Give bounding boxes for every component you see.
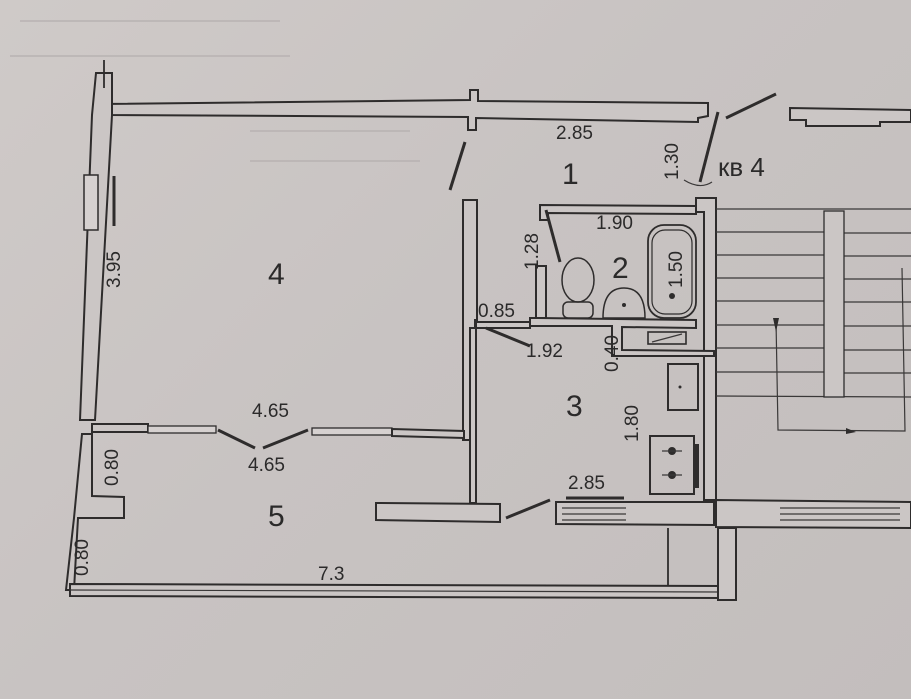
room5-right-pier xyxy=(375,501,501,524)
window-room4 xyxy=(83,174,99,231)
room-label-3: 3 xyxy=(566,390,583,423)
faded-header-text xyxy=(10,55,290,57)
room5-left-pier xyxy=(64,433,125,591)
door-stairwell[interactable] xyxy=(725,92,777,120)
dim-bath-width: 1.90 xyxy=(596,213,633,234)
dim-room5-width: 4.65 xyxy=(248,455,285,476)
partition-window-left xyxy=(147,425,217,434)
faded-header-text xyxy=(250,160,420,162)
stove-fixture xyxy=(649,435,699,495)
faded-header-text xyxy=(20,20,280,22)
dim-kitchen-niche: 0.40 xyxy=(601,335,623,372)
door-bathroom[interactable] xyxy=(544,209,562,263)
kitchen-sink-fixture xyxy=(667,363,699,411)
door-entrance[interactable] xyxy=(698,111,720,183)
corridor-wall xyxy=(475,321,531,329)
apartment-label: кв 4 xyxy=(718,152,765,182)
dim-corridor-b: 1.92 xyxy=(526,341,563,362)
dim-hall-width: 2.85 xyxy=(556,123,593,144)
toilet-fixture xyxy=(561,257,595,319)
bathtub-fixture xyxy=(647,224,697,319)
stairwell-top-wall xyxy=(789,106,911,127)
door-swing-arc xyxy=(683,179,713,187)
room-label-1: 1 xyxy=(562,158,579,191)
door-room4[interactable] xyxy=(448,141,467,191)
dim-room5-side-bottom: 0.80 xyxy=(71,539,93,576)
balcony-rail xyxy=(69,589,723,593)
faded-header-text xyxy=(250,130,410,132)
staircase[interactable] xyxy=(715,208,911,434)
room4-5-partition-right xyxy=(391,427,465,440)
dim-room5-side-top: 0.80 xyxy=(101,449,123,486)
dim-balcony-length: 7.3 xyxy=(318,564,345,585)
dim-bathtub: 1.50 xyxy=(665,251,687,288)
vent-duct-diagonal xyxy=(651,333,683,343)
top-wall xyxy=(99,89,709,131)
room-label-2: 2 xyxy=(612,252,629,285)
dim-corridor-a: 0.85 xyxy=(478,301,515,322)
dim-room4-width: 4.65 xyxy=(252,401,289,422)
sink-fixture xyxy=(602,287,646,319)
dim-bath-height: 1.28 xyxy=(521,233,543,270)
dim-room4-height: 3.95 xyxy=(103,251,125,288)
door-leaf-left[interactable] xyxy=(217,428,256,450)
left-wall xyxy=(78,72,113,421)
room-label-4: 4 xyxy=(268,258,285,291)
kitchen-window xyxy=(562,507,626,521)
door-kitchen-inner[interactable] xyxy=(485,326,531,348)
partition-window-right xyxy=(311,427,393,436)
bath-left-wall xyxy=(535,265,547,319)
dim-kitchen-width: 2.85 xyxy=(568,473,605,494)
stairwell-window xyxy=(780,507,900,521)
door-leaf-right[interactable] xyxy=(262,428,309,450)
dim-kitchen-height: 1.80 xyxy=(621,405,643,442)
dim-hall-door: 1.30 xyxy=(661,143,683,180)
door-kitchen-balcony[interactable] xyxy=(505,498,551,520)
kitchen-left-wall xyxy=(469,327,477,504)
vent-duct xyxy=(647,331,687,345)
balcony-end-wall xyxy=(717,527,737,601)
room-label-5: 5 xyxy=(268,500,285,533)
room4-5-partition xyxy=(91,423,149,433)
